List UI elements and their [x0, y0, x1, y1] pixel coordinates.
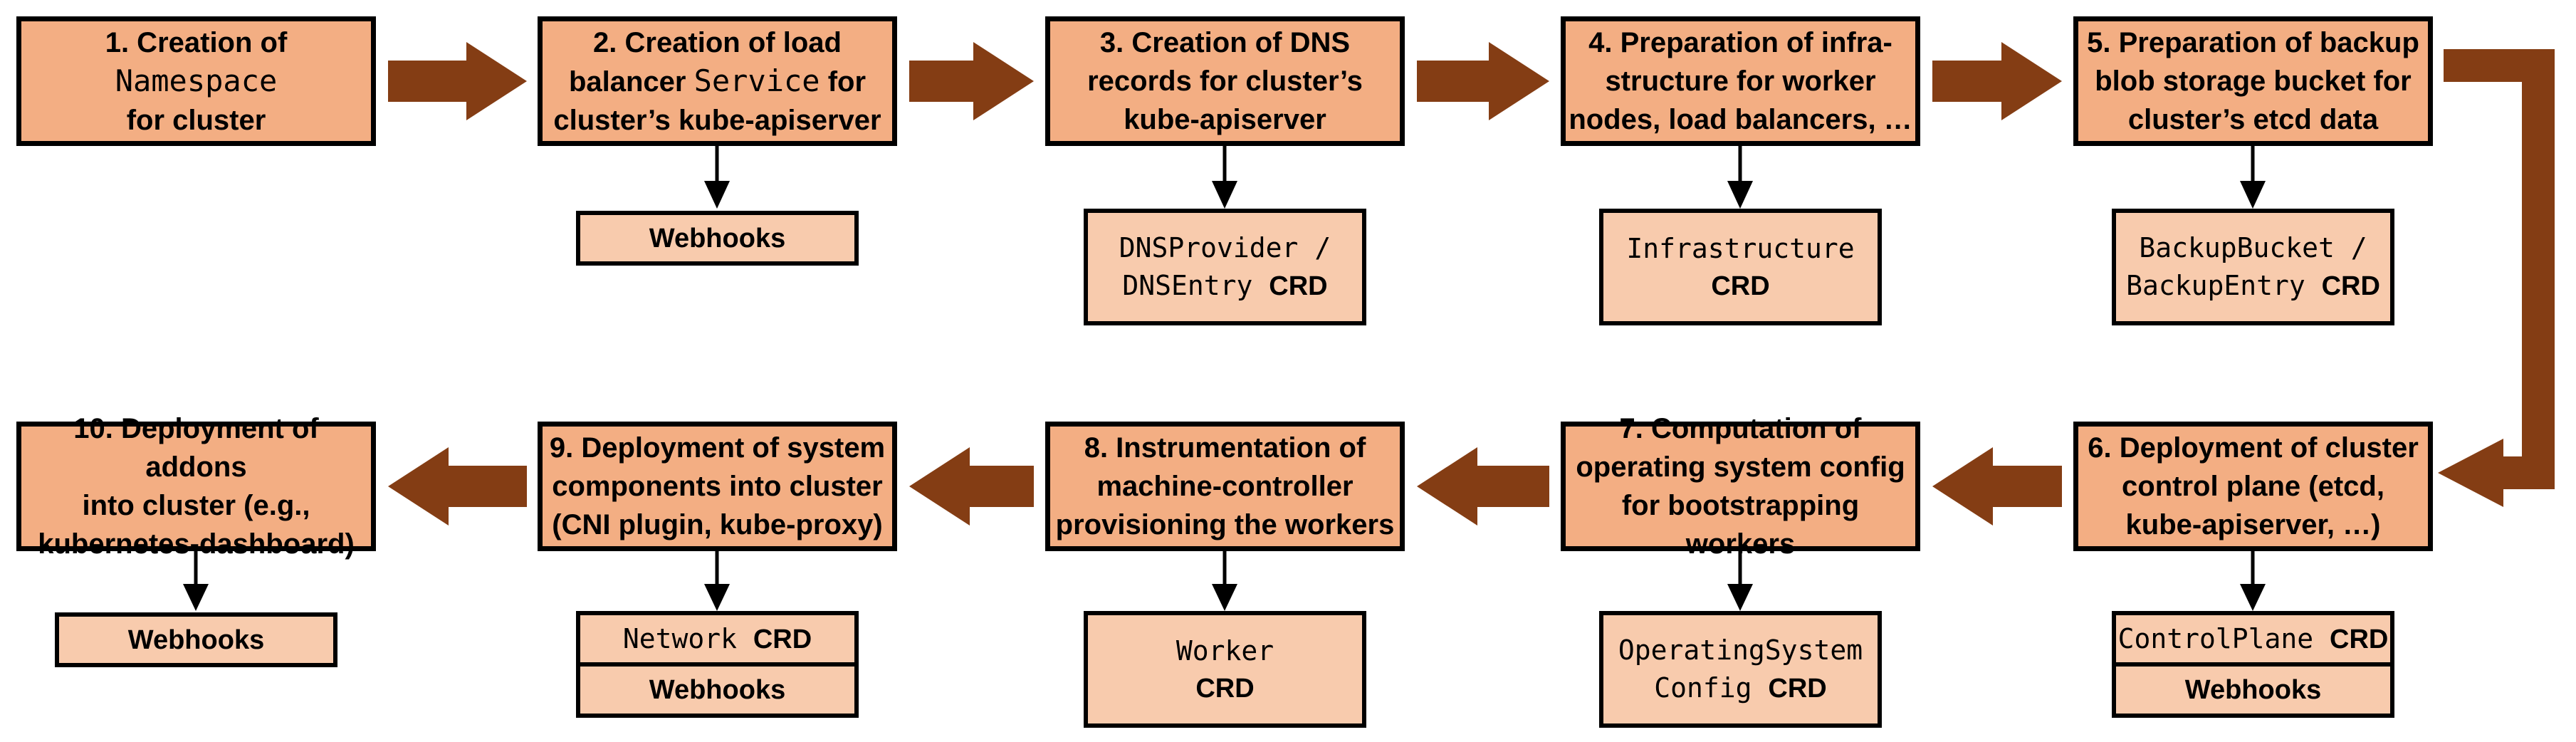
text-segment: CRD — [753, 624, 812, 654]
step-7-osc-crd-label: OperatingSystem Config CRD — [1618, 632, 1863, 707]
text-segment: ControlPlane — [2117, 622, 2330, 654]
step-2-box: 2. Creation of load balancer Service for… — [538, 16, 897, 146]
text-segment: 6. Deployment of cluster control plane (… — [2088, 432, 2419, 540]
step-10-webhooks-box: Webhooks — [55, 612, 337, 667]
step-6-label: 6. Deployment of cluster control plane (… — [2088, 429, 2419, 544]
text-segment: 2. Creation of load balancer — [568, 26, 842, 98]
step-6-controlplane-crd-label: ControlPlane CRD — [2118, 620, 2389, 658]
step-7-osc-crd-box: OperatingSystem Config CRD — [1599, 611, 1882, 728]
text-segment: Namespace — [115, 63, 278, 98]
down-arrow-step2 — [704, 146, 730, 209]
step-9-webhooks-box: Webhooks — [576, 662, 859, 718]
step-9-network-crd-box: Network CRD — [576, 611, 859, 667]
flow-arrow-step4-step5 — [1932, 42, 2062, 120]
text-segment: DNSProvider / DNSEntry — [1119, 232, 1331, 301]
step-9-webhooks-label: Webhooks — [649, 672, 785, 709]
text-segment: Infrastructure — [1626, 232, 1855, 264]
step-2-webhooks-box: Webhooks — [576, 211, 859, 266]
text-segment: Worker — [1176, 634, 1274, 667]
flow-arrow-step2-step3 — [909, 42, 1034, 120]
text-segment: Webhooks — [649, 675, 786, 705]
text-segment: 5. Preparation of backup blob storage bu… — [2087, 27, 2419, 135]
text-segment: Service — [693, 63, 820, 98]
text-segment: Network — [622, 622, 753, 654]
step-9-box: 9. Deployment of system components into … — [538, 422, 897, 551]
step-10-box: 10. Deployment of addons into cluster (e… — [16, 413, 376, 560]
step-3-box: 3. Creation of DNS records for cluster’s… — [1045, 16, 1405, 146]
down-arrow-step4 — [1727, 146, 1753, 209]
text-segment: Webhooks — [649, 223, 786, 254]
text-segment: 4. Preparation of infra- structure for w… — [1569, 27, 1912, 135]
step-4-box: 4. Preparation of infra- structure for w… — [1561, 16, 1920, 146]
text-segment: OperatingSystem Config — [1618, 634, 1863, 704]
step-9-network-crd-label: Network CRD — [623, 620, 812, 658]
text-segment: BackupBucket / BackupEntry — [2126, 232, 2367, 301]
step-5-backup-crd-label: BackupBucket / BackupEntry CRD — [2126, 229, 2380, 305]
step-10-webhooks-label: Webhooks — [128, 622, 264, 659]
down-arrow-step6 — [2240, 551, 2266, 611]
step-8-label: 8. Instrumentation of machine-controller… — [1056, 429, 1395, 544]
flow-arrow-step9-step10 — [388, 447, 527, 526]
step-9-label: 9. Deployment of system components into … — [550, 429, 885, 544]
step-4-infrastructure-crd-label: Infrastructure CRD — [1626, 230, 1854, 305]
text-segment: CRD — [1711, 271, 1770, 301]
flow-arrow-step3-step4 — [1417, 42, 1549, 120]
step-5-backup-crd-box: BackupBucket / BackupEntry CRD — [2112, 209, 2394, 325]
text-segment: CRD — [2321, 271, 2380, 301]
flow-arrow-step7-step8 — [1417, 447, 1549, 526]
text-segment: CRD — [1195, 673, 1255, 704]
down-arrow-step5 — [2240, 146, 2266, 209]
step-3-dns-crd-label: DNSProvider / DNSEntry CRD — [1119, 229, 1331, 305]
text-segment: Webhooks — [127, 625, 265, 655]
text-segment: 8. Instrumentation of machine-controller… — [1055, 432, 1395, 540]
step-3-label: 3. Creation of DNS records for cluster’s… — [1087, 23, 1363, 139]
text-segment: 10. Deployment of addons into cluster (e… — [38, 413, 355, 560]
step-4-infrastructure-crd-box: Infrastructure CRD — [1599, 209, 1882, 325]
step-1-label: 1. Creation of Namespace for cluster — [105, 23, 288, 140]
step-5-label: 5. Preparation of backup blob storage bu… — [2087, 23, 2419, 139]
step-8-worker-crd-box: Worker CRD — [1084, 611, 1366, 728]
text-segment: 7. Computation of operating system confi… — [1576, 413, 1905, 560]
down-arrow-step8 — [1212, 551, 1237, 611]
step-2-webhooks-label: Webhooks — [649, 220, 785, 257]
text-segment: CRD — [2330, 624, 2389, 654]
step-6-box: 6. Deployment of cluster control plane (… — [2073, 422, 2433, 551]
text-segment: 9. Deployment of system components into … — [549, 432, 886, 540]
step-7-box: 7. Computation of operating system confi… — [1561, 413, 1920, 560]
text-segment: CRD — [1269, 271, 1328, 301]
step-5-box: 5. Preparation of backup blob storage bu… — [2073, 16, 2433, 146]
down-arrow-step7 — [1727, 551, 1753, 611]
text-segment: for cluster’s kube-apiserver — [553, 66, 881, 136]
text-segment: for cluster — [126, 104, 266, 136]
text-segment: Webhooks — [2184, 675, 2322, 705]
step-3-dns-crd-box: DNSProvider / DNSEntry CRD — [1084, 209, 1366, 325]
step-6-webhooks-box: Webhooks — [2112, 662, 2394, 718]
step-10-label: 10. Deployment of addons into cluster (e… — [21, 409, 371, 563]
text-segment: CRD — [1768, 674, 1827, 704]
step-8-worker-crd-label: Worker CRD — [1176, 632, 1274, 707]
down-arrow-step9 — [704, 551, 730, 611]
step-1-box: 1. Creation of Namespace for cluster — [16, 16, 376, 146]
down-arrow-step3 — [1212, 146, 1237, 209]
step-6-webhooks-label: Webhooks — [2185, 672, 2321, 709]
text-segment: 3. Creation of DNS records for cluster’s… — [1087, 27, 1363, 135]
elbow-connector-step5-step6 — [2444, 49, 2555, 489]
step-8-box: 8. Instrumentation of machine-controller… — [1045, 422, 1405, 551]
elbow-arrowhead-step6 — [2438, 439, 2503, 507]
step-4-label: 4. Preparation of infra- structure for w… — [1569, 23, 1912, 139]
flow-arrow-step6-step7 — [1932, 447, 2062, 526]
text-segment: 1. Creation of — [105, 26, 288, 58]
flow-arrow-step8-step9 — [909, 447, 1034, 526]
step-7-label: 7. Computation of operating system confi… — [1566, 409, 1915, 563]
step-6-controlplane-crd-box: ControlPlane CRD — [2112, 611, 2394, 667]
step-2-label: 2. Creation of load balancer Service for… — [553, 23, 881, 140]
flow-arrow-step1-step2 — [388, 42, 527, 120]
down-arrow-step10 — [183, 551, 209, 611]
